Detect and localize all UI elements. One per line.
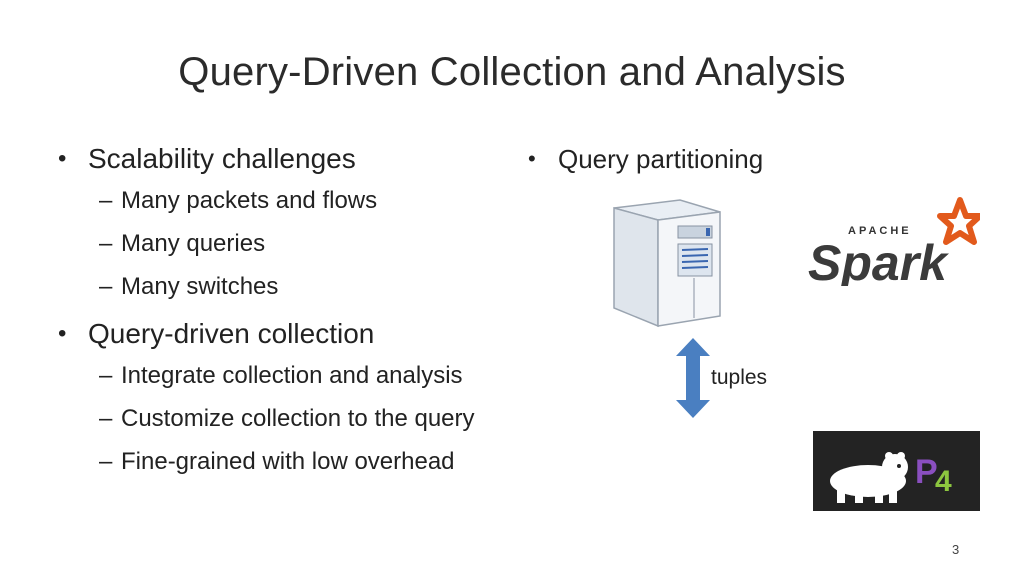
sub-bullet-text: Many queries: [121, 230, 266, 257]
sub-bullet-text: Fine-grained with low overhead: [121, 448, 455, 475]
server-icon: [613, 199, 721, 328]
bullet-text: Scalability challenges: [88, 143, 356, 174]
spark-apache-text: APACHE: [848, 225, 912, 237]
dash: –: [99, 187, 113, 214]
dash: –: [99, 405, 113, 432]
sub-bullet: –Customize collection to the query: [58, 403, 538, 435]
tuples-label: tuples: [711, 366, 768, 389]
left-column: • Scalability challenges –Many packets a…: [58, 140, 538, 478]
page-number: 3: [952, 542, 960, 557]
p4-logo: P 4: [813, 431, 980, 511]
sub-bullet: –Many packets and flows: [58, 185, 538, 217]
dash: –: [99, 230, 113, 257]
double-arrow-icon: [676, 338, 710, 418]
dash: –: [99, 273, 113, 300]
spark-star-icon: [937, 197, 980, 245]
bullet-text: Query partitioning: [558, 144, 764, 174]
sub-bullet: –Integrate collection and analysis: [58, 360, 538, 392]
sub-bullet: –Fine-grained with low overhead: [58, 446, 538, 478]
bullet-dot: •: [58, 320, 67, 347]
bullet-text: Query-driven collection: [88, 318, 375, 349]
svg-text:P: P: [915, 453, 938, 491]
sub-bullet-text: Customize collection to the query: [121, 405, 475, 432]
p4-bear-icon: P 4: [830, 452, 952, 503]
sub-bullet: –Many queries: [58, 228, 538, 260]
spark-word: Spark: [808, 235, 949, 286]
sub-bullet-text: Many packets and flows: [121, 187, 378, 214]
bullet-scalability: • Scalability challenges: [58, 140, 538, 178]
bullet-query-driven: • Query-driven collection: [58, 315, 538, 353]
sub-bullet-text: Many switches: [121, 273, 279, 300]
dash: –: [99, 448, 113, 475]
dash: –: [99, 362, 113, 389]
apache-spark-logo: APACHE Spark: [808, 197, 980, 286]
bullet-dot: •: [58, 145, 67, 172]
slide-title: Query-Driven Collection and Analysis: [178, 50, 846, 94]
bullet-dot: •: [528, 146, 536, 171]
bullet-query-partitioning: • Query partitioning: [528, 142, 763, 176]
sub-bullet: –Many switches: [58, 271, 538, 303]
sub-bullet-text: Integrate collection and analysis: [121, 362, 463, 389]
svg-text:4: 4: [935, 465, 952, 498]
